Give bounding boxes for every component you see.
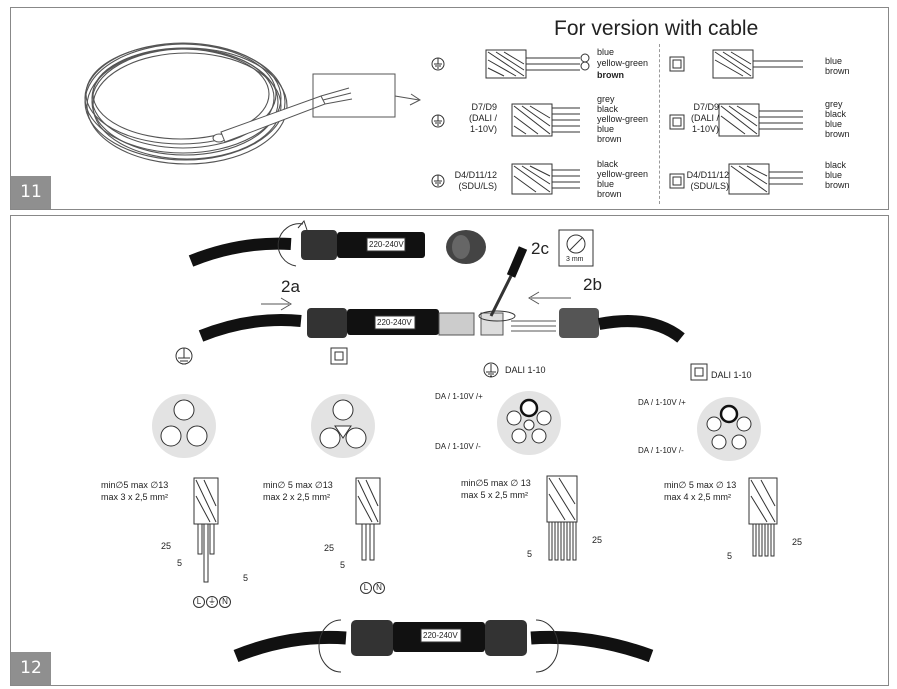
cable1-max-section: max 3 x 2,5 mm² <box>101 492 169 502</box>
step-number-11: 11 <box>11 176 51 209</box>
left-row3-code: D4/D11/12 (SDU/LS) <box>454 170 497 191</box>
connector-assembly-illustration <box>152 220 778 673</box>
step-2b-label: 2b <box>583 275 602 294</box>
left-row2-wire5: brown <box>597 134 622 144</box>
right-row2-code: D7/D9 (DALI / 1-10V) <box>690 102 719 134</box>
dim-5-cable2: 5 <box>340 560 346 570</box>
dim-5b-cable1: 5 <box>243 573 249 583</box>
right-row2-wire3: blue <box>825 119 843 129</box>
right-row1-wire2: brown <box>825 66 850 76</box>
connector-label-bottom: 220-240V <box>423 631 458 640</box>
left-row1-wire2: yellow-green <box>597 58 649 68</box>
cable-coil-illustration <box>84 42 421 165</box>
da-plus-label-2: DA / 1-10V /+ <box>638 398 686 407</box>
cable3-max-section: max 5 x 2,5 mm² <box>461 490 529 500</box>
right-row3-wire1: black <box>825 160 847 170</box>
right-row2-wire4: brown <box>825 129 850 139</box>
cable4-max-section: max 4 x 2,5 mm² <box>664 492 732 502</box>
wiring-double-insulated-versions <box>669 49 803 195</box>
dim-25-cable1: 25 <box>161 541 172 551</box>
da-minus-label-2: DA / 1-10V /- <box>638 446 684 455</box>
left-row2-wire4: blue <box>597 124 615 134</box>
step-number-12: 12 <box>11 652 51 685</box>
cable3-min-max: min∅5 max ∅ 13 <box>461 478 531 488</box>
left-row1-wire3: brown <box>597 70 624 80</box>
right-row2-wire2: black <box>825 109 847 119</box>
panel-step-12: 12 <box>10 215 889 686</box>
cable2-max-section: max 2 x 2,5 mm² <box>263 492 331 502</box>
cable4-min-max: min∅ 5 max ∅ 13 <box>664 480 737 490</box>
left-row2-wire2: black <box>597 104 619 114</box>
pin-L-cable1: L <box>193 596 205 608</box>
screwdriver-size: 3 mm <box>566 256 584 263</box>
dim-5-cable1: 5 <box>177 558 183 568</box>
left-row3-wire2: yellow-green <box>597 169 649 179</box>
left-row3-wire3: blue <box>597 179 615 189</box>
pin-N-cable1: N <box>219 596 231 608</box>
wiring-earth-versions <box>431 49 590 195</box>
dim-25-cable4: 25 <box>792 537 803 547</box>
dim-5-cable4: 5 <box>727 551 733 561</box>
dali-label-earth: DALI 1-10 <box>505 365 546 375</box>
pin-E-cable1: ⏚ <box>206 596 218 608</box>
right-row2-wire1: grey <box>825 99 843 109</box>
left-row2-wire3: yellow-green <box>597 114 649 124</box>
dali-label-double: DALI 1-10 <box>711 370 752 380</box>
da-minus-label-1: DA / 1-10V /- <box>435 442 481 451</box>
right-row1-wire1: blue <box>825 56 843 66</box>
left-row1-wire1: blue <box>597 47 615 57</box>
step-2c-label: 2c <box>531 239 549 258</box>
right-row3-wire3: brown <box>825 180 850 190</box>
step-2a-label: 2a <box>281 277 300 296</box>
connector-label-top: 220-240V <box>369 240 404 249</box>
divider-line <box>659 44 660 204</box>
dim-5-cable3: 5 <box>527 549 533 559</box>
connector-label-middle: 220-240V <box>377 318 412 327</box>
pin-L-cable2: L <box>360 582 372 594</box>
right-row3-code: D4/D11/12 (SDU/LS) <box>686 170 729 191</box>
left-row3-wire4: brown <box>597 189 622 199</box>
da-plus-label-1: DA / 1-10V /+ <box>435 392 483 401</box>
cable1-min-max: min∅5 max ∅13 <box>101 480 169 490</box>
left-row3-wire1: black <box>597 159 619 169</box>
right-row3-wire2: blue <box>825 170 843 180</box>
left-row2-wire1: grey <box>597 94 615 104</box>
left-row2-code: D7/D9 (DALI / 1-10V) <box>468 102 497 134</box>
cable2-min-max: min∅ 5 max ∅13 <box>263 480 333 490</box>
dim-25-cable3: 25 <box>592 535 603 545</box>
panel-title: For version with cable <box>554 17 759 40</box>
dim-25-cable2: 25 <box>324 543 335 553</box>
pin-N-cable2: N <box>373 582 385 594</box>
panel-step-11: 11 For version with cable <box>10 7 889 210</box>
